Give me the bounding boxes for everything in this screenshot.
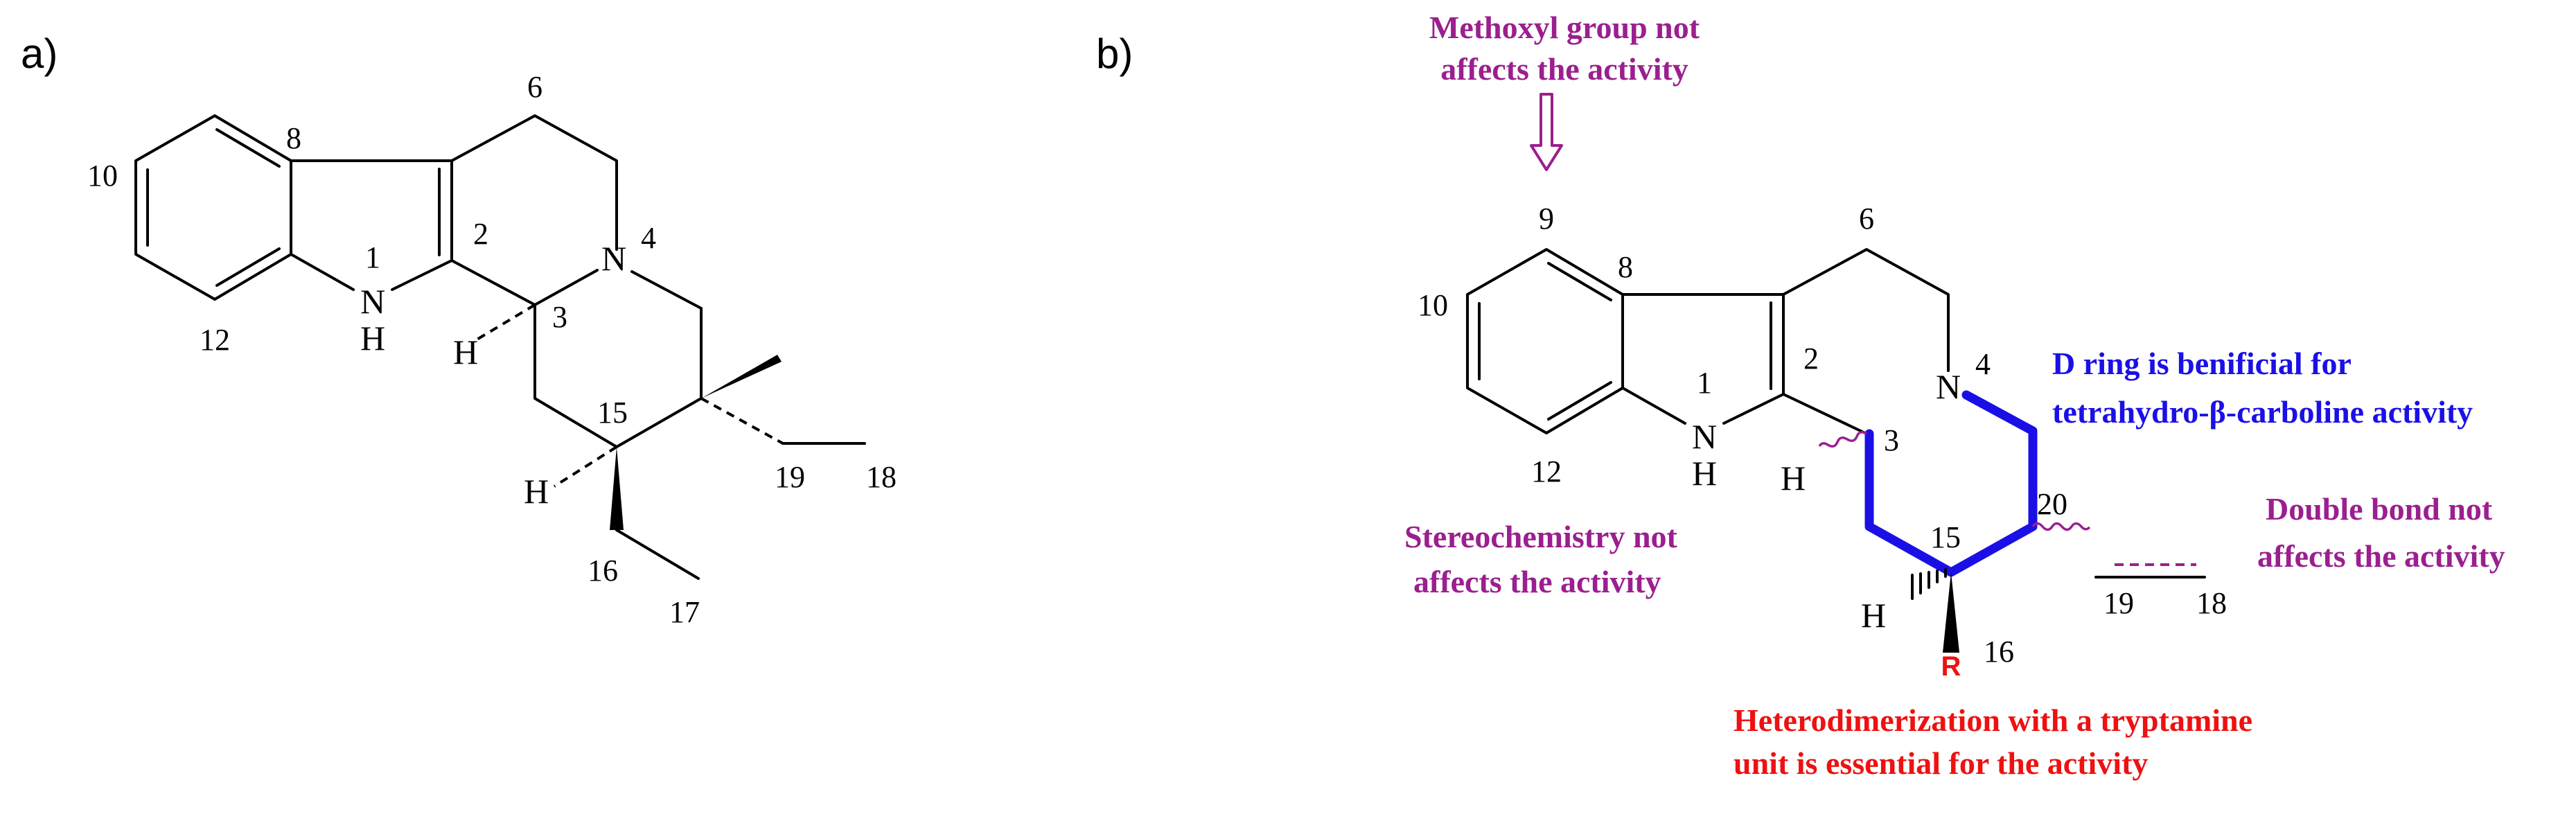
annotation-double-bond-line2: affects the activity: [2257, 538, 2505, 574]
b-num-10: 10: [1418, 288, 1448, 322]
b-num-20: 20: [2037, 487, 2067, 521]
b-r-wedge: [1943, 572, 1959, 653]
a-num-16: 16: [588, 554, 618, 588]
a-benzene-ring: [134, 114, 292, 301]
a-num-3: 3: [552, 300, 567, 334]
a-pyrrole-bond: [290, 253, 355, 291]
a-atom-h3: H: [453, 333, 478, 371]
a-ethyl-wedge: [610, 447, 624, 530]
a-ethyl-bond-2: [615, 529, 700, 580]
panel-a-structure: [134, 114, 866, 580]
b-num-19: 19: [2103, 586, 2134, 620]
a-benzene-inner-bond: [215, 247, 281, 287]
annotation-methoxyl-line2: affects the activity: [1440, 51, 1688, 87]
a-num-19: 19: [775, 460, 805, 494]
annotation-stereochemistry-line2: affects the activity: [1413, 564, 1661, 599]
b-num-12: 12: [1531, 454, 1562, 488]
panel-b-structure: [1466, 248, 2206, 653]
a-num-6: 6: [527, 70, 542, 104]
b-d-ring: [1864, 390, 2038, 577]
a-num-1: 1: [365, 240, 380, 274]
a-ethyl-hashed-bond: [700, 397, 784, 445]
panel-b-label: b): [1096, 30, 1133, 77]
b-num-8: 8: [1618, 250, 1633, 284]
a-num-12: 12: [200, 323, 230, 357]
b-r-group: R: [1941, 651, 1961, 682]
annotation-heterodimerization-line2: unit is essential for the activity: [1733, 745, 2148, 781]
b-ring-c-bond: [1782, 393, 1868, 435]
b-pyrrole-bonds: [1621, 293, 1785, 425]
b-num-15: 15: [1930, 520, 1961, 554]
annotation-methoxyl-line1: Methoxyl group not: [1429, 10, 1700, 45]
a-h15-hashed-bond: [553, 445, 618, 488]
a-num-15: 15: [597, 396, 628, 430]
b-atom-h3: H: [1781, 459, 1806, 497]
panel-a-label: a): [21, 30, 58, 77]
b-ring-c-bonds: [1782, 248, 1950, 372]
a-num-8: 8: [286, 121, 301, 155]
a-methyl-wedge: [701, 355, 782, 398]
annotation-d-ring-line1: D ring is benificial for: [2052, 346, 2352, 381]
a-num-10: 10: [87, 159, 118, 193]
a-num-2: 2: [473, 217, 488, 251]
b-benzene-inner-bond: [1547, 262, 1612, 301]
b-num-4: 4: [1975, 347, 1991, 381]
a-benzene-inner-bond: [215, 128, 281, 168]
b-num-9: 9: [1539, 202, 1554, 236]
a-ring-c-bond: [533, 269, 599, 306]
b-wavy-bond-3: [1818, 431, 1867, 448]
b-atom-h15: H: [1861, 596, 1886, 635]
b-num-3: 3: [1884, 423, 1899, 457]
a-num-4: 4: [641, 221, 656, 255]
a-ring-c-bonds: [450, 114, 618, 251]
panel-a: a) N H N: [21, 30, 897, 629]
b-wavy-bond-20: [2031, 522, 2091, 531]
b-h15-hashed-wedge: [1911, 568, 1947, 600]
hollow-down-arrow-icon: [1530, 93, 1563, 171]
b-num-1: 1: [1697, 366, 1712, 400]
b-num-6: 6: [1859, 202, 1874, 236]
annotation-double-bond-line1: Double bond not: [2266, 491, 2493, 527]
b-atom-h1: H: [1692, 454, 1717, 493]
panel-b: b) Methoxyl group not affects the activi…: [1096, 10, 2505, 781]
a-atom-h1: H: [360, 319, 385, 357]
a-atom-h15: H: [524, 472, 549, 511]
b-atom-n4: N: [1936, 367, 1961, 406]
annotation-stereochemistry-line1: Stereochemistry not: [1404, 519, 1678, 554]
b-num-18: 18: [2196, 586, 2227, 620]
a-atom-n1: N: [360, 282, 385, 321]
a-h3-hashed-bond: [473, 303, 536, 342]
b-benzene-ring: [1466, 248, 1624, 434]
a-num-17: 17: [669, 595, 700, 629]
b-benzene-inner-bond: [1547, 381, 1612, 421]
b-num-2: 2: [1803, 342, 1819, 376]
a-atom-n4: N: [601, 239, 626, 278]
b-atom-n1: N: [1692, 417, 1717, 456]
a-ring-c-bond: [450, 259, 536, 306]
a-ring-d-bond: [630, 270, 703, 310]
annotation-heterodimerization-line1: Heterodimerization with a tryptamine: [1733, 703, 2252, 738]
b-pyrrole-bond: [1621, 387, 1686, 425]
annotation-d-ring-line2: tetrahydro-β-carboline activity: [2052, 394, 2473, 430]
a-num-18: 18: [866, 460, 897, 494]
a-pyrrole-bonds: [290, 159, 453, 291]
b-num-16: 16: [1984, 635, 2014, 669]
